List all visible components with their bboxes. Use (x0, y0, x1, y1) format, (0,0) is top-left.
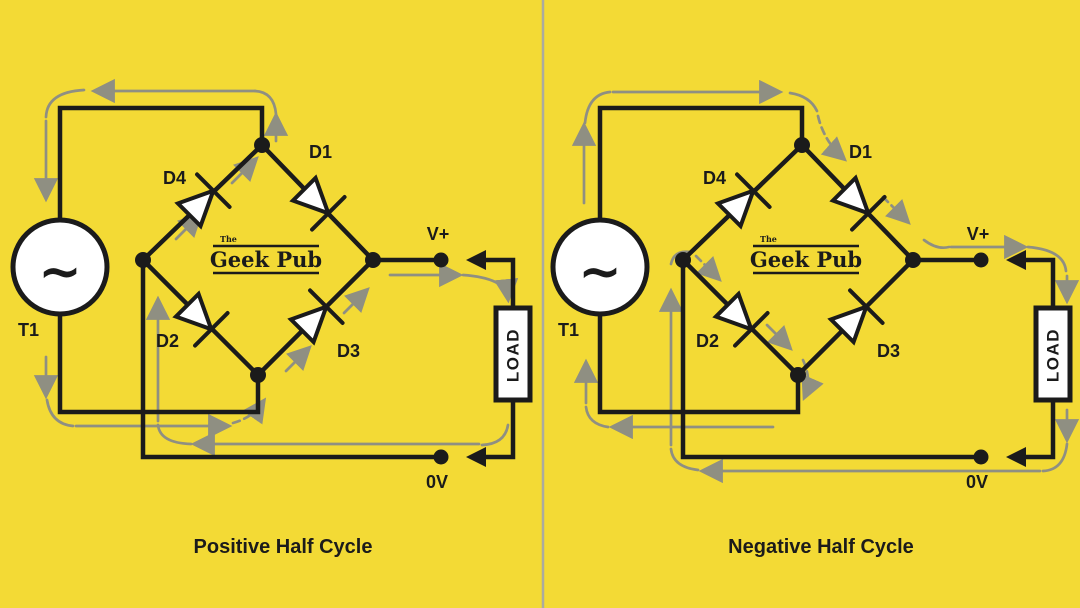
panel-caption: Positive Half Cycle (194, 536, 373, 558)
diode-label-d4: D4 (163, 168, 186, 188)
ac-waveform-symbol: ~ (38, 242, 82, 302)
vplus-label: V+ (967, 224, 990, 244)
panel-caption: Negative Half Cycle (728, 536, 914, 558)
diode-label-d1: D1 (849, 142, 872, 162)
load-label: LOAD (1044, 328, 1063, 382)
diode-label-d2: D2 (156, 331, 179, 351)
transformer-label: T1 (18, 320, 39, 340)
logo-text: Geek Pub (750, 247, 862, 272)
logo-text: Geek Pub (210, 247, 322, 272)
positive-half-cycle-panel: ~ T1 D4 D1 D2 D3 V+ 0V LOAD The Geek Pub… (13, 78, 530, 558)
zerov-label: 0V (426, 472, 448, 492)
diode-label-d4: D4 (703, 168, 726, 188)
diode-label-d3: D3 (877, 341, 900, 361)
logo-prefix: The (220, 234, 237, 244)
load-label: LOAD (504, 328, 523, 382)
vplus-label: V+ (427, 224, 450, 244)
circuit-artwork (13, 108, 530, 467)
diode-label-d3: D3 (337, 341, 360, 361)
logo-prefix: The (760, 234, 777, 244)
zerov-label: 0V (966, 472, 988, 492)
circuit-artwork (553, 108, 1070, 467)
transformer-label: T1 (558, 320, 579, 340)
diode-label-d1: D1 (309, 142, 332, 162)
negative-half-cycle-panel: ~ T1 D4 D1 D2 D3 V+ 0V LOAD The Geek Pub… (553, 79, 1080, 558)
current-flow-arrows (571, 79, 1080, 484)
ac-waveform-symbol: ~ (578, 242, 622, 302)
diode-label-d2: D2 (696, 331, 719, 351)
